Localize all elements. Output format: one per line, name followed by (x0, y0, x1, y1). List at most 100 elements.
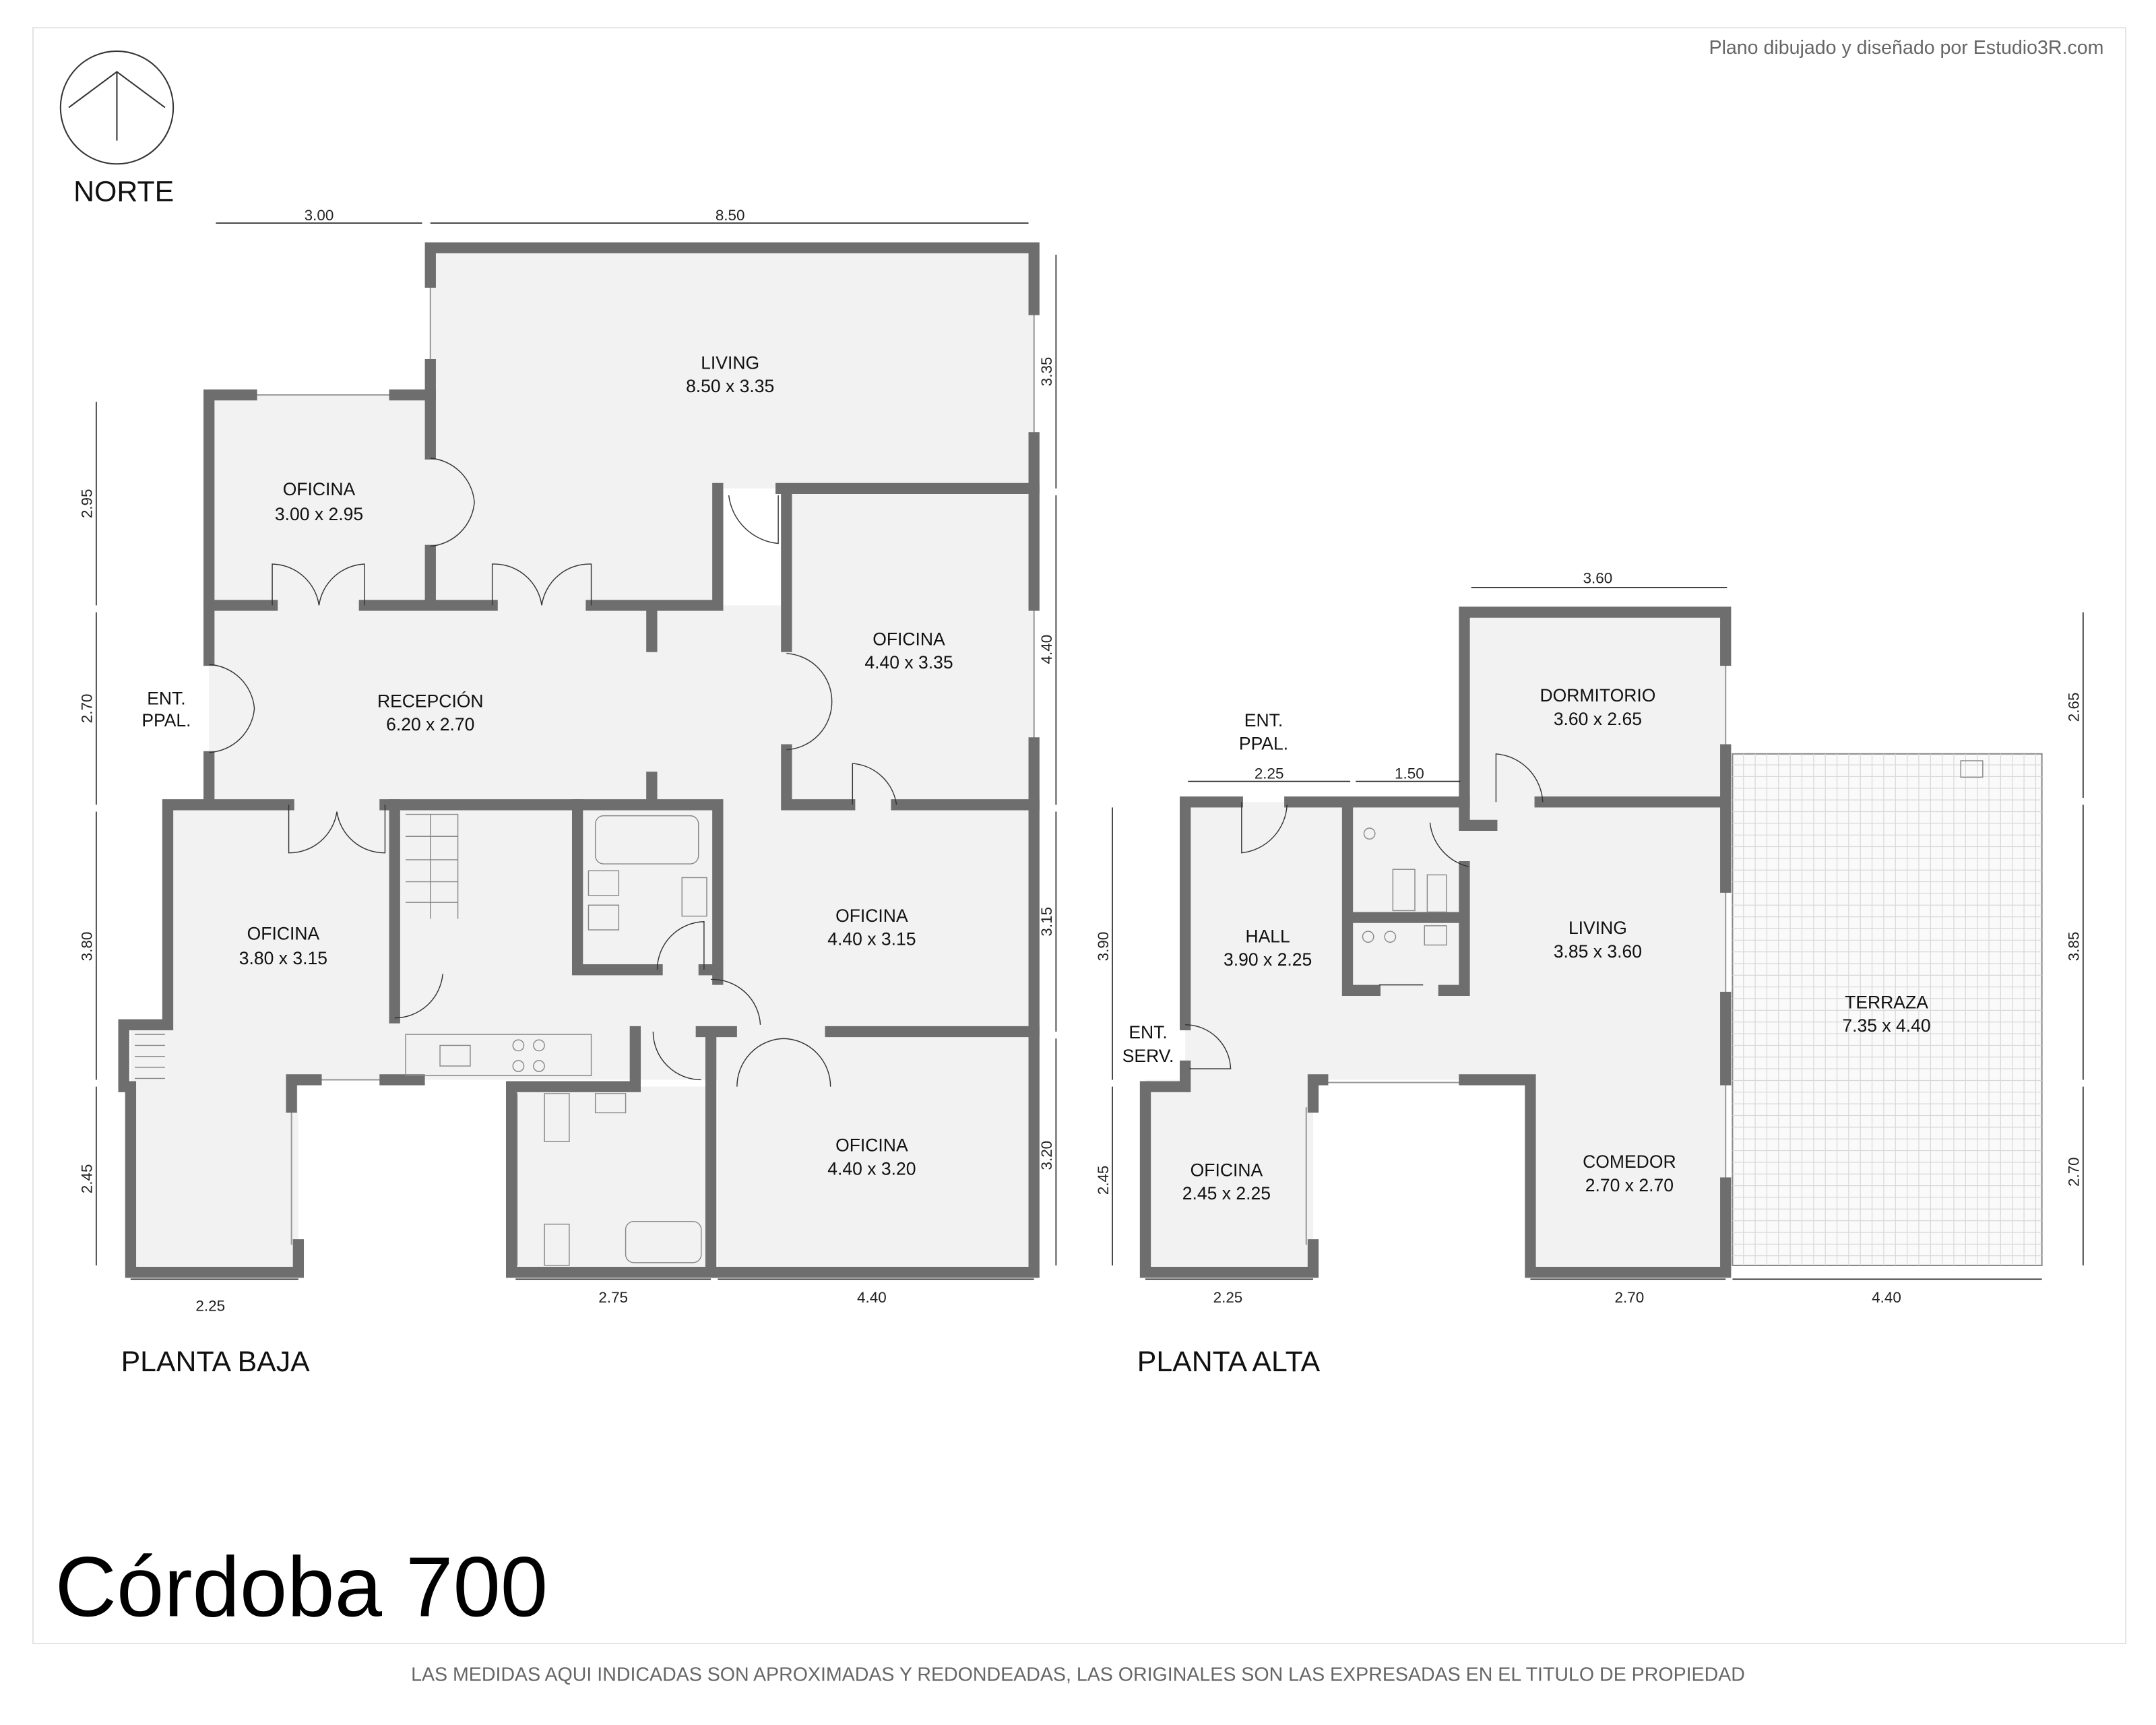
dimension-lines: 3.60 2.25 1.50 3.90 2.45 2.65 3.85 2.70 … (1095, 570, 2084, 1306)
fixtures (1362, 760, 1984, 946)
toilet-icon (544, 1093, 570, 1142)
svg-text:1.50: 1.50 (1395, 765, 1424, 782)
svg-text:2.45: 2.45 (1095, 1166, 1112, 1195)
svg-text:4.40: 4.40 (1038, 635, 1055, 664)
shower-icon (1363, 827, 1376, 840)
svg-text:6.20 x 2.70: 6.20 x 2.70 (386, 714, 474, 734)
svg-text:OFICINA: OFICINA (1191, 1160, 1263, 1180)
svg-text:OFICINA: OFICINA (873, 629, 945, 650)
svg-text:3.00 x 2.95: 3.00 x 2.95 (275, 504, 363, 524)
svg-text:DORMITORIO: DORMITORIO (1540, 685, 1655, 705)
staircase-icon (406, 813, 459, 919)
svg-text:PPAL.: PPAL. (1239, 734, 1288, 754)
svg-text:3.85: 3.85 (2066, 932, 2083, 962)
svg-text:8.50 x 3.35: 8.50 x 3.35 (686, 376, 774, 396)
svg-text:OFICINA: OFICINA (247, 923, 320, 943)
step-icon (135, 1034, 165, 1079)
bidet-icon (1426, 874, 1447, 913)
svg-text:3.90: 3.90 (1095, 932, 1112, 962)
bathtub-icon (594, 815, 699, 865)
svg-text:2.45 x 2.25: 2.45 x 2.25 (1182, 1183, 1271, 1203)
svg-text:2.70 x 2.70: 2.70 x 2.70 (1585, 1175, 1674, 1195)
svg-text:2.45: 2.45 (79, 1164, 96, 1194)
sink-icon (594, 1093, 627, 1114)
svg-text:3.60 x 2.65: 3.60 x 2.65 (1554, 709, 1642, 729)
svg-text:LIVING: LIVING (701, 352, 759, 373)
kitchen-counter-icon (405, 1034, 592, 1077)
svg-text:COMEDOR: COMEDOR (1583, 1152, 1676, 1172)
north-compass: NORTE (59, 50, 174, 208)
svg-text:LIVING: LIVING (1568, 918, 1627, 938)
svg-text:7.35 x 4.40: 7.35 x 4.40 (1842, 1015, 1930, 1036)
walls (118, 242, 1040, 1278)
svg-text:ENT.: ENT. (147, 688, 185, 708)
stove-burner-icon (512, 1039, 525, 1052)
svg-text:2.70: 2.70 (2066, 1157, 2083, 1187)
svg-text:4.40 x 3.15: 4.40 x 3.15 (827, 929, 916, 949)
credit-text: Plano dibujado y diseñado por Estudio3R.… (1709, 37, 2104, 59)
bathtub-icon (625, 1220, 702, 1263)
room-labels: LIVING 8.50 x 3.35 OFICINA 3.00 x 2.95 R… (141, 352, 953, 1179)
svg-text:ENT.: ENT. (1129, 1022, 1167, 1042)
svg-text:OFICINA: OFICINA (283, 479, 356, 499)
planta-alta-title: PLANTA ALTA (1137, 1346, 1321, 1378)
sink-icon (681, 877, 707, 917)
bidet-icon (544, 1224, 570, 1266)
planta-baja-title: PLANTA BAJA (121, 1346, 311, 1378)
svg-text:2.75: 2.75 (598, 1289, 628, 1306)
svg-text:ENT.: ENT. (1244, 710, 1283, 730)
property-title: Córdoba 700 (55, 1538, 548, 1634)
svg-text:3.60: 3.60 (1583, 570, 1613, 587)
svg-text:2.70: 2.70 (79, 694, 96, 724)
sink-icon (1424, 925, 1447, 946)
doors (1185, 753, 1544, 1069)
toilet-icon (1392, 869, 1416, 912)
svg-text:2.25: 2.25 (195, 1297, 225, 1314)
disclaimer-text: LAS MEDIDAS AQUI INDICADAS SON APROXIMAD… (411, 1664, 1745, 1685)
room-labels: DORMITORIO 3.60 x 2.65 HALL 3.90 x 2.25 … (1122, 685, 1931, 1203)
svg-text:4.40: 4.40 (857, 1289, 887, 1306)
dimension-lines: 3.00 8.50 3.35 4.40 3.15 3.20 2.95 2.70 … (79, 207, 1057, 1314)
svg-text:4.40 x 3.35: 4.40 x 3.35 (864, 652, 953, 672)
terrace-grid (1732, 753, 2043, 1266)
svg-text:2.70: 2.70 (1615, 1289, 1645, 1306)
svg-text:3.85 x 3.60: 3.85 x 3.60 (1554, 941, 1642, 962)
north-arrow-icon (68, 71, 166, 141)
svg-text:3.00: 3.00 (305, 207, 334, 224)
walls (1139, 606, 1732, 1278)
kitchen-sink-icon (439, 1044, 471, 1067)
bidet-icon (588, 904, 620, 931)
svg-text:PPAL.: PPAL. (141, 710, 191, 730)
svg-text:3.15: 3.15 (1038, 907, 1055, 937)
north-label: NORTE (73, 175, 174, 208)
svg-text:OFICINA: OFICINA (835, 1135, 908, 1156)
svg-text:3.20: 3.20 (1038, 1141, 1055, 1170)
svg-text:4.40 x 3.20: 4.40 x 3.20 (827, 1158, 916, 1179)
svg-text:4.40: 4.40 (1872, 1289, 1901, 1306)
svg-text:3.90 x 2.25: 3.90 x 2.25 (1224, 949, 1312, 970)
svg-text:2.25: 2.25 (1213, 1289, 1243, 1306)
svg-text:2.25: 2.25 (1255, 765, 1284, 782)
svg-text:3.80: 3.80 (79, 932, 96, 962)
terrace-sink-icon (1960, 760, 1984, 778)
planta-baja: LIVING 8.50 x 3.35 OFICINA 3.00 x 2.95 R… (79, 207, 1057, 1378)
stove-burner-icon (1362, 931, 1374, 943)
floor-fill (1145, 612, 1726, 1273)
doors (209, 458, 897, 1087)
fixtures (135, 813, 707, 1266)
windows (1305, 660, 1727, 1245)
floor-fill (130, 247, 1034, 1273)
sheet-border (32, 27, 2126, 1644)
svg-text:SERV.: SERV. (1122, 1046, 1174, 1066)
svg-text:TERRAZA: TERRAZA (1845, 992, 1928, 1012)
svg-text:RECEPCIÓN: RECEPCIÓN (377, 691, 484, 711)
toilet-icon (588, 870, 620, 896)
svg-text:8.50: 8.50 (716, 207, 745, 224)
svg-text:3.80 x 3.15: 3.80 x 3.15 (239, 948, 327, 968)
svg-text:2.95: 2.95 (79, 489, 96, 519)
svg-text:3.35: 3.35 (1038, 357, 1055, 387)
svg-text:HALL: HALL (1245, 926, 1290, 946)
svg-text:2.65: 2.65 (2066, 693, 2083, 722)
svg-text:OFICINA: OFICINA (835, 906, 908, 926)
